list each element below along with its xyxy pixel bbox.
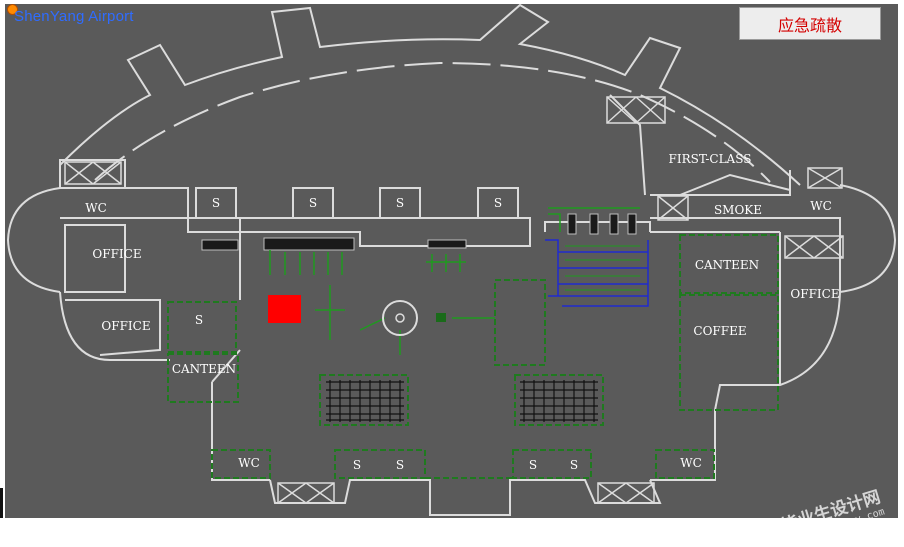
floor-plan-canvas: S S S S xyxy=(0,3,898,518)
stair-label: S xyxy=(494,196,502,210)
stair-label: S xyxy=(195,313,203,327)
zone-outlines xyxy=(167,234,779,479)
seating-area-left xyxy=(326,380,404,422)
room-label-wc: WC xyxy=(85,201,107,215)
airport-floor-plan: S S S S xyxy=(0,3,898,518)
left-edge-marker xyxy=(0,488,3,518)
app-title: ShenYang Airport xyxy=(14,8,134,25)
security-gate xyxy=(436,313,446,322)
check-in-counters xyxy=(201,213,637,251)
stair-label: S xyxy=(529,458,537,472)
information-kiosk xyxy=(382,300,418,336)
top-stairs xyxy=(195,187,519,219)
seating-area-right xyxy=(520,380,598,422)
fire-source-marker[interactable] xyxy=(268,295,301,323)
room-label-wc: WC xyxy=(680,456,702,470)
room-label-office: OFFICE xyxy=(101,319,150,333)
stair-label: S xyxy=(212,196,220,210)
terminal-walls xyxy=(6,3,897,516)
room-label-wc: WC xyxy=(810,199,832,213)
stair-label: S xyxy=(309,196,317,210)
app-logo-icon xyxy=(7,4,18,15)
room-label-office: OFFICE xyxy=(92,247,141,261)
room-label-wc: WC xyxy=(238,456,260,470)
room-label-smoke: SMOKE xyxy=(714,203,762,217)
elevator-boxes xyxy=(64,96,844,504)
queue-flow-arrows xyxy=(565,245,640,291)
queue-barrier xyxy=(545,239,649,307)
room-label-coffee: COFFEE xyxy=(693,324,746,338)
room-label-office: OFFICE xyxy=(790,287,839,301)
emergency-evacuation-button[interactable]: 应急疏散 xyxy=(739,7,881,40)
room-label-canteen: CANTEEN xyxy=(695,258,759,272)
room-label-canteen: CANTEEN xyxy=(172,362,236,376)
evacuation-arrows xyxy=(269,207,640,355)
stair-label: S xyxy=(570,458,578,472)
stair-label: S xyxy=(396,196,404,210)
stair-label: S xyxy=(396,458,404,472)
room-label-first-class: FIRST-CLASS xyxy=(669,152,752,166)
stair-label: S xyxy=(353,458,361,472)
kiosk-center xyxy=(395,313,405,323)
map-background xyxy=(5,4,898,518)
